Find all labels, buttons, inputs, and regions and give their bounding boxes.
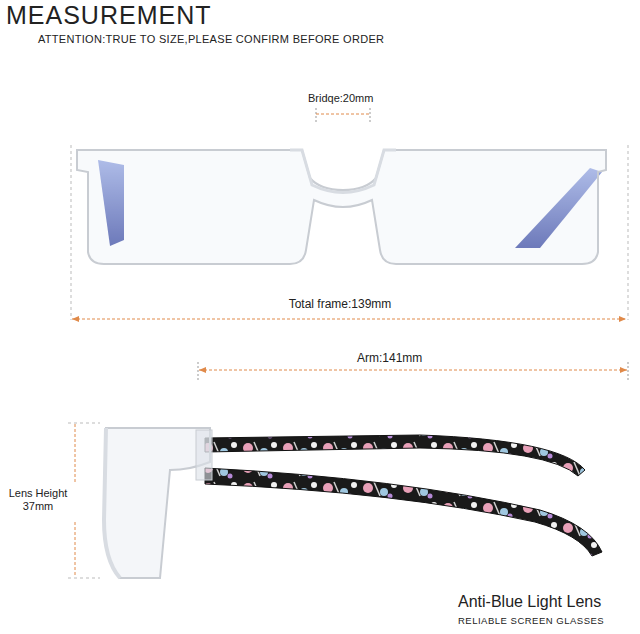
attention-note: ATTENTION:TRUE TO SIZE,PLEASE CONFIRM BE…: [38, 33, 384, 46]
product-tagline: Anti-Blue Light Lens: [458, 592, 601, 611]
arm-dimension: Arm:141mm: [357, 351, 422, 365]
lens-height-dimension: Lens Height 37mm: [7, 487, 69, 513]
bridge-dimension: Bridqe:20mm: [308, 92, 373, 105]
product-subtitle: RELIABLE SCREEN GLASSES: [458, 615, 604, 626]
total-frame-dimension: Total frame:139mm: [286, 297, 395, 311]
page-title: MEASUREMENT: [6, 0, 211, 30]
